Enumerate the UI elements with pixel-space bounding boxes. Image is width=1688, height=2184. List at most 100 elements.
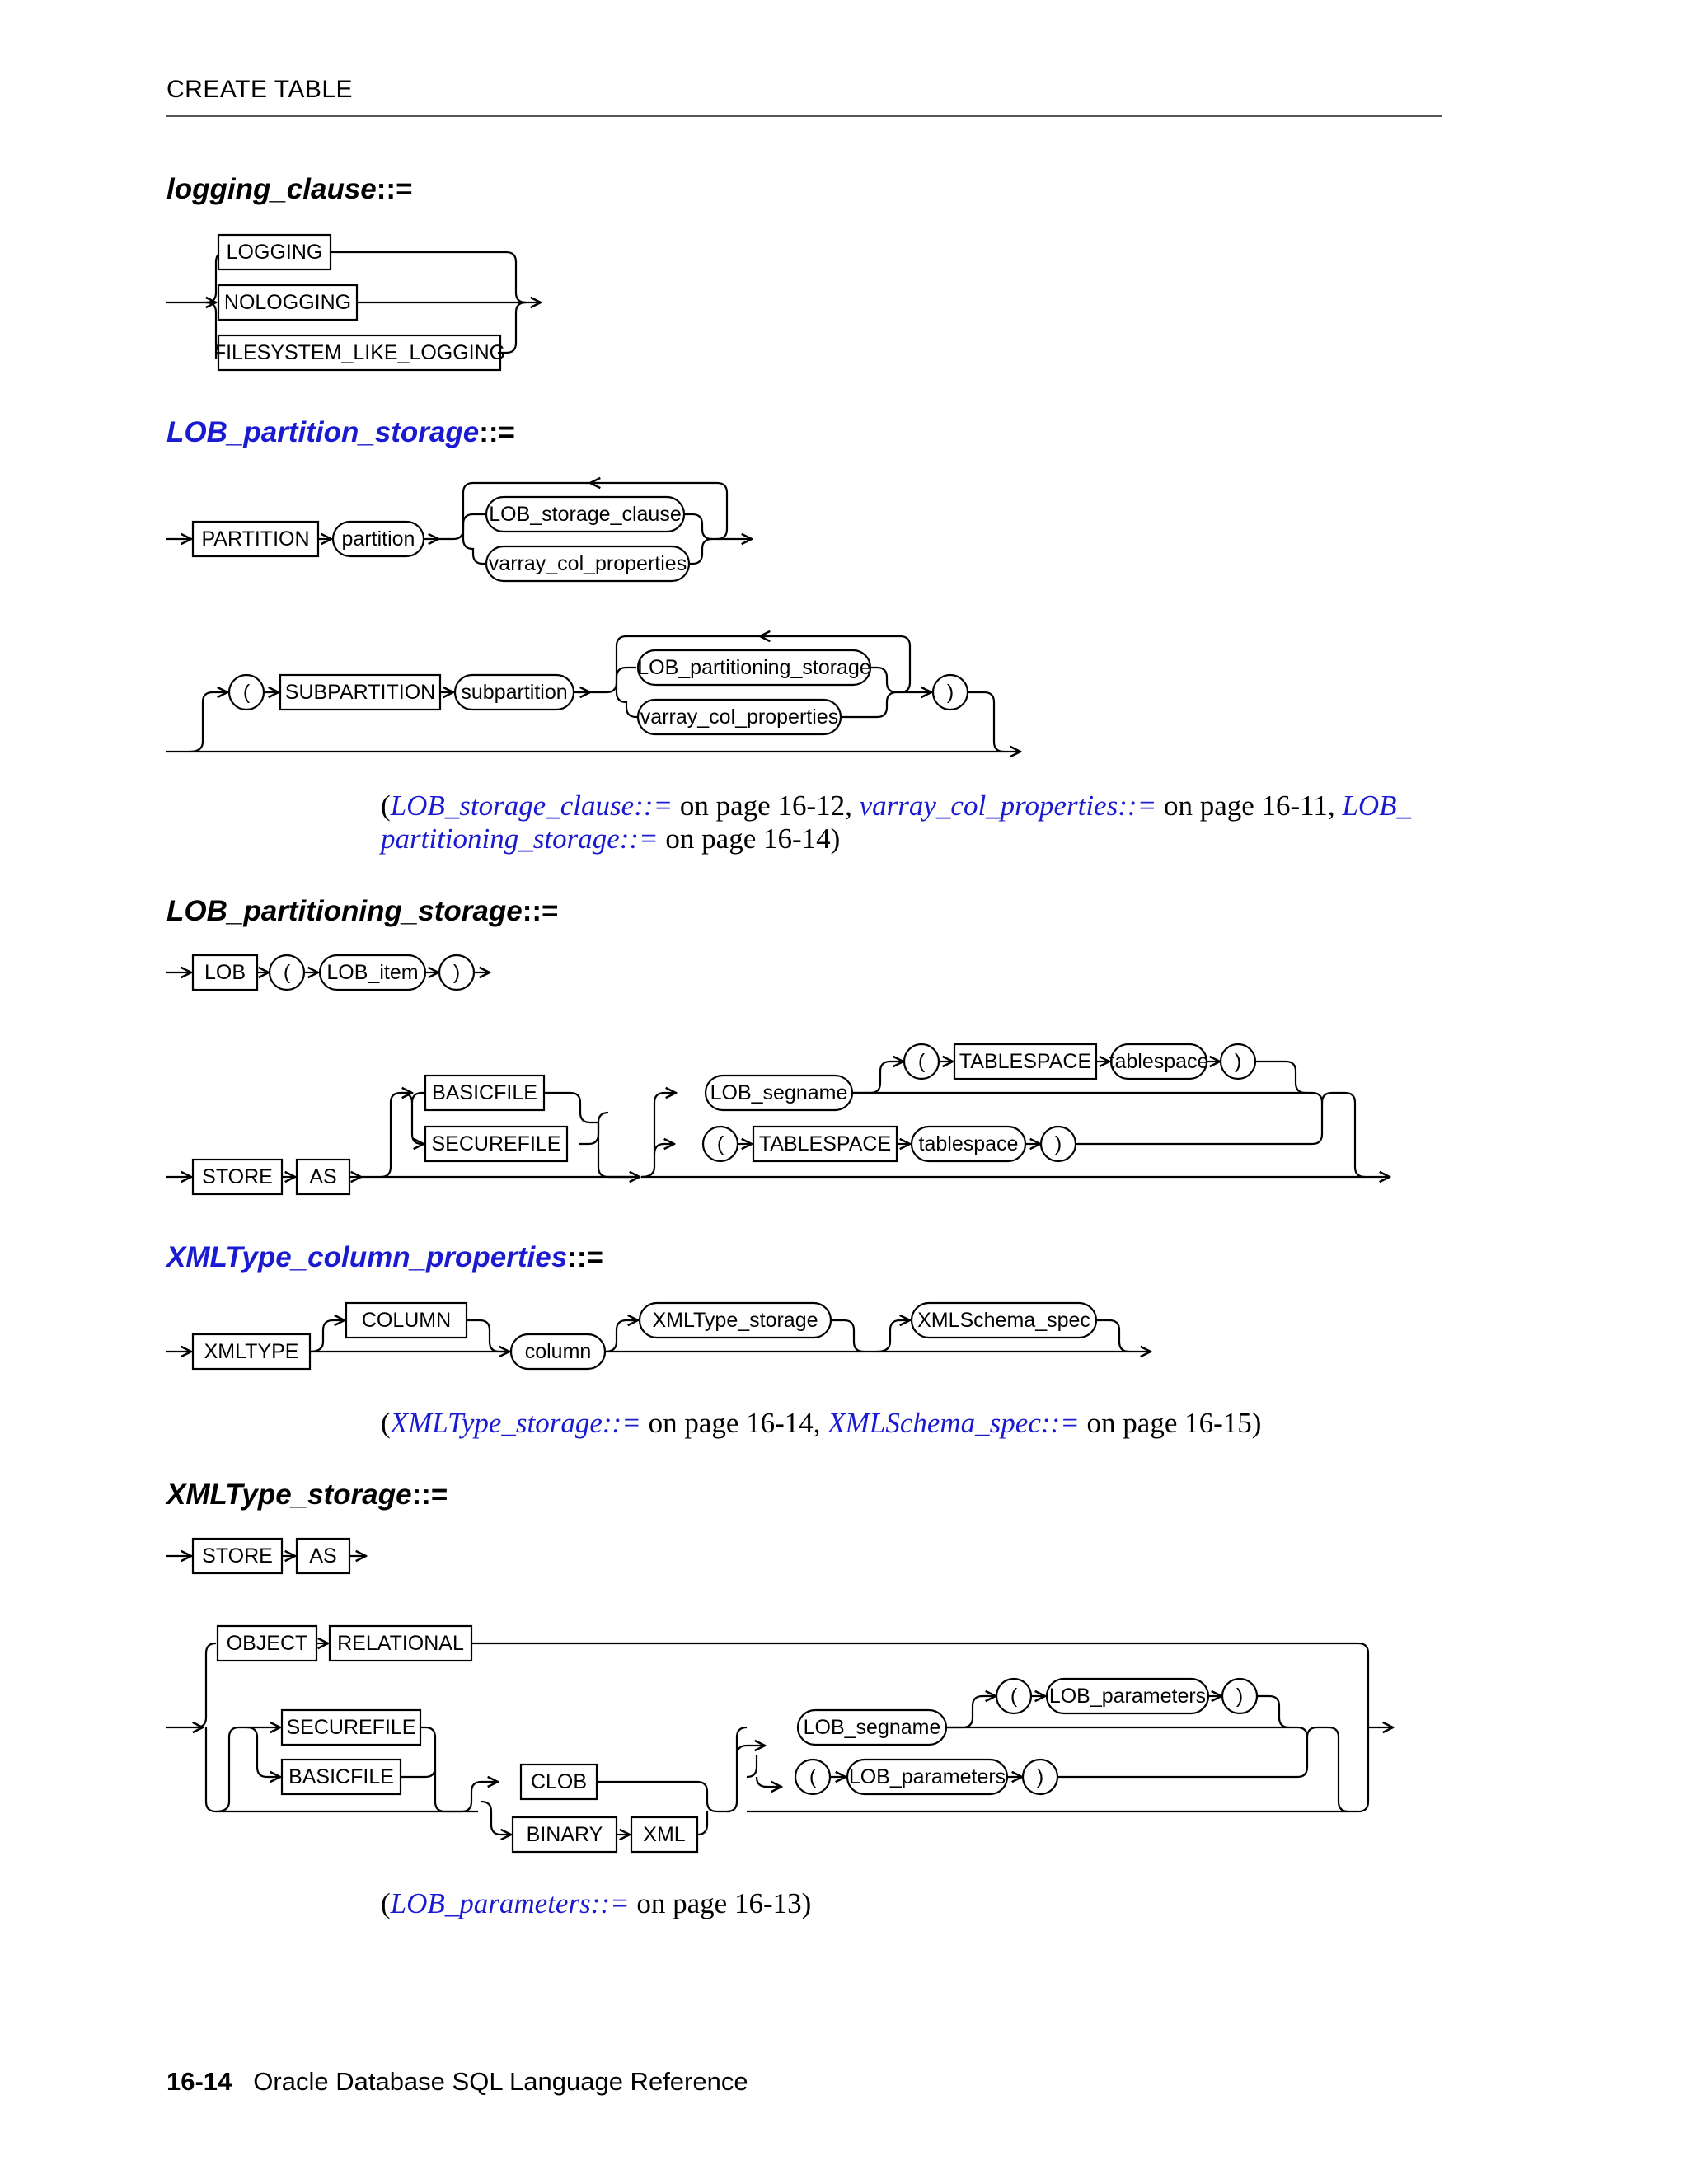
param-box	[453, 673, 575, 711]
section-title-link[interactable]: LOB_partition_storage	[166, 416, 480, 448]
keyword-filesystem-like-logging: FILESYSTEM_LIKE_LOGGING	[213, 341, 505, 364]
keyword-clob: CLOB	[531, 1770, 587, 1793]
param-box	[796, 1708, 948, 1746]
keyword-box	[328, 1624, 473, 1662]
param-lob-storage-clause: LOB_storage_clause	[489, 503, 681, 526]
section-title-xmltype-column-properties: XMLType_column_properties::=	[166, 1241, 603, 1274]
param-box	[846, 1758, 1009, 1796]
param-lob-segname: LOB_segname	[710, 1081, 848, 1104]
cross-reference-xmltype-storage: (LOB_parameters::= on page 16-13)	[381, 1887, 811, 1920]
symbol-close-paren: )	[947, 681, 954, 704]
xref-link-lob-partitioning-storage-cont[interactable]: partitioning_storage::=	[381, 823, 659, 855]
section-title-lob-partition-storage: LOB_partition_storage::=	[166, 416, 515, 449]
paren-circle	[1221, 1677, 1259, 1715]
keyword-as: AS	[309, 1544, 336, 1568]
symbol-close-paren: )	[1236, 1685, 1243, 1708]
param-xmltype-storage: XMLType_storage	[652, 1309, 818, 1332]
param-box	[485, 545, 691, 583]
paren-circle	[931, 673, 969, 711]
param-subpartition: subpartition	[461, 681, 567, 704]
keyword-subpartition: SUBPARTITION	[285, 681, 435, 704]
param-box	[318, 954, 427, 991]
symbol-open-paren: (	[284, 961, 291, 984]
keyword-box	[217, 334, 502, 372]
xref-link-varray-col-properties[interactable]: varray_col_properties::=	[859, 790, 1157, 822]
keyword-box	[519, 1763, 598, 1801]
param-box	[1045, 1677, 1210, 1715]
paren-circle	[794, 1758, 832, 1796]
paren-circle	[903, 1043, 940, 1080]
keyword-logging: LOGGING	[227, 241, 323, 264]
param-tablespace: tablespace	[1109, 1050, 1209, 1073]
cross-reference-xmltype-column-properties: (XMLType_storage::= on page 16-14, XMLSc…	[381, 1407, 1261, 1440]
keyword-box	[191, 1158, 284, 1196]
diagram-lob-partitioning-storage: LOB ( LOB_item )	[166, 954, 490, 991]
keyword-box	[295, 1158, 351, 1196]
keyword-partition: PARTITION	[201, 527, 309, 551]
param-box	[509, 1333, 607, 1371]
paren-circle	[1039, 1125, 1077, 1163]
keyword-basicfile: BASICFILE	[432, 1081, 537, 1104]
keyword-box	[191, 954, 259, 991]
keyword-box	[191, 520, 320, 558]
page-number: 16-14	[166, 2067, 232, 2096]
book-title: Oracle Database SQL Language Reference	[253, 2067, 748, 2096]
xref-link-lob-storage-clause[interactable]: LOB_storage_clause::=	[390, 790, 673, 822]
xref-link-lob-partitioning-storage[interactable]: LOB_	[1342, 790, 1412, 822]
cross-reference-lob-partition-storage: (LOB_storage_clause::= on page 16-12, va…	[381, 790, 1411, 855]
section-title-operator: ::=	[567, 1241, 603, 1273]
keyword-box	[217, 233, 332, 271]
param-varray-col-properties: varray_col_properties	[640, 705, 838, 729]
param-lob-item: LOB_item	[326, 961, 418, 984]
keyword-lob: LOB	[204, 961, 246, 984]
keyword-securefile: SECUREFILE	[432, 1132, 561, 1155]
keyword-box	[279, 673, 442, 711]
param-box	[1109, 1043, 1208, 1080]
keyword-as: AS	[309, 1165, 336, 1188]
param-box	[704, 1074, 854, 1112]
section-title-name: XMLType_storage	[166, 1479, 412, 1511]
section-title-logging-clause: logging_clause::=	[166, 173, 413, 206]
keyword-tablespace: TABLESPACE	[759, 1132, 891, 1155]
diagram-xmltype-storage-options: OBJECT RELATIONAL SECUREFILE BASICFILE C…	[166, 1624, 1393, 1854]
section-title-xmltype-storage: XMLType_storage::=	[166, 1479, 448, 1511]
keyword-box	[424, 1074, 546, 1112]
keyword-securefile: SECUREFILE	[287, 1716, 416, 1739]
param-tablespace: tablespace	[919, 1132, 1019, 1155]
page-footer: 16-14 Oracle Database SQL Language Refere…	[166, 2067, 748, 2097]
param-box	[636, 649, 872, 687]
keyword-box	[295, 1537, 351, 1575]
symbol-open-paren: (	[918, 1050, 926, 1073]
param-lob-partitioning-storage: LOB_partitioning_storage	[637, 656, 871, 679]
keyword-binary: BINARY	[527, 1823, 603, 1846]
section-title-operator: ::=	[411, 1479, 448, 1511]
diagram-xmltype-storage: STORE AS	[166, 1537, 366, 1575]
keyword-column: COLUMN	[362, 1309, 451, 1332]
diagram-logging-clause: LOGGING NOLOGGING FILESYSTEM_LIKE_LOGGIN…	[166, 233, 541, 372]
section-title-link[interactable]: XMLType_column_properties	[166, 1241, 568, 1273]
keyword-basicfile: BASICFILE	[288, 1765, 394, 1788]
keyword-nologging: NOLOGGING	[224, 291, 351, 314]
paren-circle	[1021, 1758, 1059, 1796]
diagram-lob-partitioning-storage-store: STORE AS BASICFILE SECUREFILE LOB_segnam…	[166, 1043, 1390, 1196]
keyword-box	[191, 1333, 312, 1371]
keyword-box	[191, 1537, 284, 1575]
param-box	[910, 1301, 1098, 1339]
keyword-xmltype: XMLTYPE	[204, 1340, 299, 1363]
keyword-store: STORE	[202, 1544, 273, 1568]
keyword-box	[216, 1624, 318, 1662]
xref-open-paren: (	[381, 1407, 391, 1439]
xref-link-lob-parameters[interactable]: LOB_parameters::=	[390, 1887, 630, 1919]
keyword-box	[511, 1816, 618, 1854]
keyword-box	[752, 1125, 898, 1163]
xref-link-xmltype-storage[interactable]: XMLType_storage::=	[390, 1407, 641, 1439]
keyword-box	[345, 1301, 468, 1339]
param-column: column	[525, 1340, 592, 1363]
keyword-box	[280, 1708, 422, 1746]
header-rule	[166, 115, 1442, 117]
paren-circle	[1219, 1043, 1257, 1080]
param-box	[910, 1125, 1027, 1163]
param-lob-segname: LOB_segname	[804, 1716, 941, 1739]
xref-link-xmlschema-spec[interactable]: XMLSchema_spec::=	[828, 1407, 1080, 1439]
